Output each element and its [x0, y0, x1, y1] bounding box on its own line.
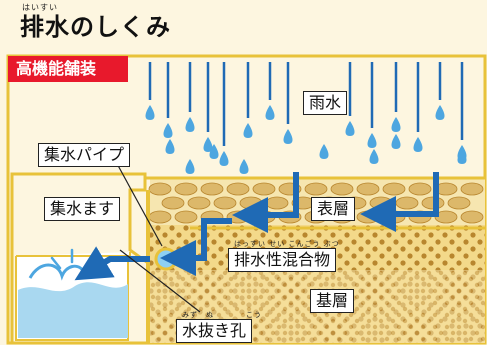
- flow-arrow-icon: [74, 246, 150, 281]
- aggregate-stone: [226, 182, 250, 196]
- aggregate-stone: [369, 196, 393, 210]
- rain-drop-icon: [209, 144, 219, 159]
- rain-drop-icon: [185, 117, 195, 132]
- hole-ruby: みず ぬ こう: [182, 311, 262, 319]
- rain-drop-icon: [163, 123, 173, 138]
- label-rain: 雨水: [303, 91, 348, 115]
- label-surface: 表層: [311, 197, 356, 221]
- rain-drop-icon: [369, 149, 379, 164]
- rain-drop-icon: [413, 137, 423, 152]
- label-hole: 水抜き孔: [176, 319, 253, 343]
- aggregate-stone: [174, 182, 198, 196]
- label-pipe: 集水パイプ: [38, 143, 131, 167]
- page-title: 排水のしくみ: [20, 13, 171, 41]
- rain-drop-icon: [457, 149, 467, 164]
- rain-drop-icon: [165, 139, 175, 154]
- aggregate-stone: [174, 210, 198, 224]
- aggregate-stone: [460, 210, 484, 224]
- rain-drop-icon: [239, 159, 249, 174]
- rain-drop-icon: [435, 105, 445, 120]
- aggregate-stone: [395, 196, 419, 210]
- rain-drop-icon: [243, 123, 253, 138]
- label-basin: 集水ます: [44, 197, 121, 221]
- title-ruby: はいすい: [22, 3, 58, 12]
- badge-label: 高機能舗装: [16, 59, 97, 78]
- rain-group: [145, 62, 467, 174]
- rain-drop-icon: [345, 121, 355, 136]
- aggregate-stone: [356, 182, 380, 196]
- basin-water: [18, 282, 128, 338]
- rain-drop-icon: [145, 105, 155, 120]
- rain-drop-icon: [219, 151, 229, 166]
- aggregate-stone: [161, 196, 185, 210]
- badge-bg: [8, 56, 128, 82]
- mix-ruby: はっすい せい こんごう ぶつ: [234, 240, 340, 248]
- aggregate-stone: [200, 182, 224, 196]
- pipe-pointer: [114, 159, 163, 247]
- pipe-icon: [154, 247, 178, 271]
- aggregate-stone: [447, 196, 471, 210]
- flow-arrow-icon: [360, 172, 439, 232]
- aggregate-stone: [148, 210, 172, 224]
- rain-drop-icon: [203, 137, 213, 152]
- aggregate-stone: [382, 182, 406, 196]
- aggregate-stone: [239, 196, 263, 210]
- rain-drop-icon: [319, 144, 329, 159]
- aggregate-stone: [148, 182, 172, 196]
- aggregate-stone: [408, 182, 432, 196]
- label-base: 基層: [310, 289, 355, 313]
- aggregate-stone: [187, 196, 211, 210]
- hole-pointer: [119, 249, 201, 313]
- aggregate-stone: [460, 182, 484, 196]
- rain-drop-icon: [391, 134, 401, 149]
- label-mix: 排水性混合物: [228, 248, 337, 272]
- rain-drop-icon: [391, 117, 401, 132]
- rain-drop-icon: [367, 133, 377, 148]
- flow-arrow-icon: [232, 172, 299, 233]
- rain-drop-icon: [265, 105, 275, 120]
- rain-drop-icon: [185, 159, 195, 174]
- aggregate-stone: [330, 182, 354, 196]
- aggregate-stone: [356, 210, 380, 224]
- aggregate-stone: [265, 196, 289, 210]
- aggregate-stone: [304, 182, 328, 196]
- aggregate-stone: [213, 196, 237, 210]
- rain-drop-icon: [283, 129, 293, 144]
- aggregate-stone: [252, 182, 276, 196]
- flow-arrow-icon: [160, 218, 232, 276]
